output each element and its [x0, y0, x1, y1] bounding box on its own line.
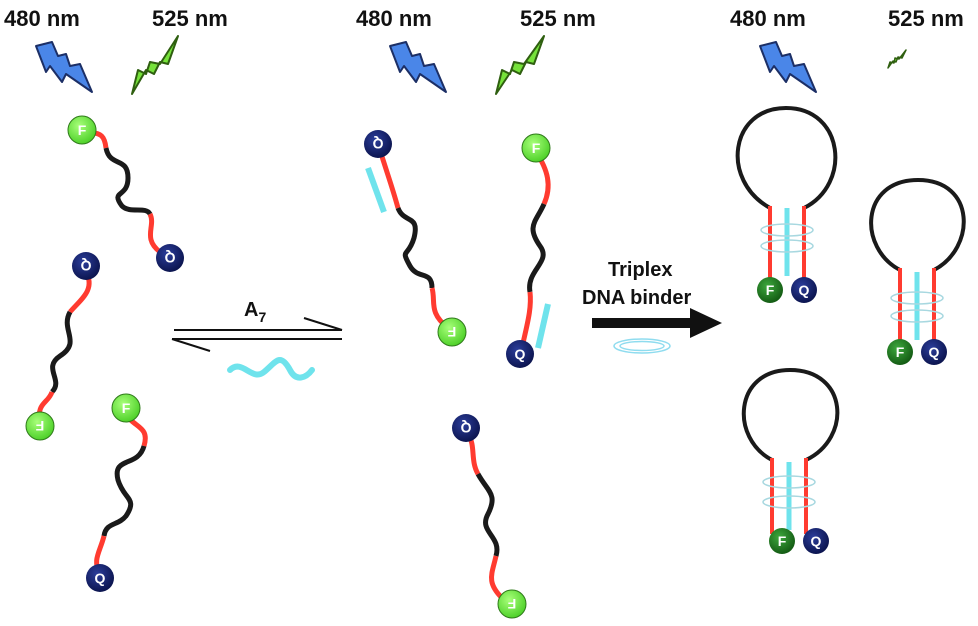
svg-text:F: F: [507, 596, 516, 612]
quencher-bead: Q: [72, 252, 100, 280]
triplex-hairpin: F Q: [741, 367, 840, 554]
binder-label-line1: Triplex: [608, 259, 672, 281]
svg-text:F: F: [78, 122, 87, 138]
fluorophore-bead-quenched: F: [769, 528, 795, 554]
dna-probe-strand: F Q: [86, 393, 148, 592]
fluorophore-bead-quenched: F: [887, 339, 913, 365]
a7-hybridized-segment: [365, 166, 387, 214]
svg-text:Q: Q: [460, 420, 471, 436]
quencher-bead: Q: [791, 277, 817, 303]
triplex-hairpin: F Q: [869, 177, 966, 365]
fluorophore-bead: F: [67, 115, 97, 145]
binder-label-line2: DNA binder: [582, 287, 691, 309]
triplex-hairpin: F Q: [735, 105, 838, 303]
a7-oligo-strand: [227, 357, 315, 381]
fluorophore-bead-quenched: F: [757, 277, 783, 303]
blue-lightning-icon: [759, 41, 817, 93]
a7-hybridized-segment: [535, 303, 551, 349]
wavelength-blue-label-3: 480 nm: [730, 6, 806, 31]
small-green-lightning-icon: [887, 49, 907, 69]
fluorophore-bead: F: [437, 317, 467, 347]
svg-text:Q: Q: [515, 346, 526, 362]
svg-text:F: F: [896, 344, 905, 360]
quencher-bead: Q: [86, 564, 114, 592]
svg-text:F: F: [766, 282, 775, 298]
svg-text:F: F: [778, 533, 787, 549]
green-lightning-icon: [495, 35, 545, 95]
wavelength-blue-label-2: 480 nm: [356, 6, 432, 31]
dna-probe-strand: F Q: [67, 115, 184, 272]
fluorophore-bead: F: [521, 133, 551, 163]
fluorophore-bead: F: [111, 393, 141, 423]
wavelength-green-label-3: 525 nm: [888, 6, 964, 31]
quencher-bead: Q: [803, 528, 829, 554]
quencher-bead: Q: [921, 339, 947, 365]
svg-text:Q: Q: [95, 570, 106, 586]
svg-text:Q: Q: [80, 258, 91, 274]
dna-probe-strand: Q F: [452, 414, 527, 619]
fluorophore-bead: F: [25, 411, 55, 441]
fluorophore-bead: F: [497, 589, 527, 619]
svg-text:Q: Q: [164, 250, 175, 266]
svg-text:F: F: [35, 418, 44, 434]
blue-lightning-icon: [35, 41, 93, 93]
equilibrium-arrows: [171, 317, 343, 352]
reaction-arrow: [592, 308, 722, 338]
blue-lightning-icon: [389, 41, 447, 93]
svg-text:Q: Q: [929, 344, 940, 360]
svg-text:F: F: [447, 324, 456, 340]
wavelength-green-label-1: 525 nm: [152, 6, 228, 31]
dna-probe-strand: Q F: [25, 252, 100, 441]
svg-text:Q: Q: [372, 136, 383, 152]
svg-text:Q: Q: [811, 533, 822, 549]
quencher-bead: Q: [156, 244, 184, 272]
green-lightning-icon: [131, 35, 179, 95]
dna-duplex-strand: Q F: [364, 130, 467, 347]
dna-duplex-strand: F Q: [506, 133, 551, 368]
quencher-bead: Q: [506, 340, 534, 368]
wavelength-blue-label-1: 480 nm: [4, 6, 80, 31]
svg-text:F: F: [122, 400, 131, 416]
quencher-bead: Q: [364, 130, 392, 158]
quencher-bead: Q: [452, 414, 480, 442]
reagent-label: A7: [244, 299, 266, 325]
triplex-binder-icon: [613, 338, 671, 354]
svg-text:F: F: [532, 140, 541, 156]
wavelength-green-label-2: 525 nm: [520, 6, 596, 31]
svg-text:Q: Q: [799, 282, 810, 298]
